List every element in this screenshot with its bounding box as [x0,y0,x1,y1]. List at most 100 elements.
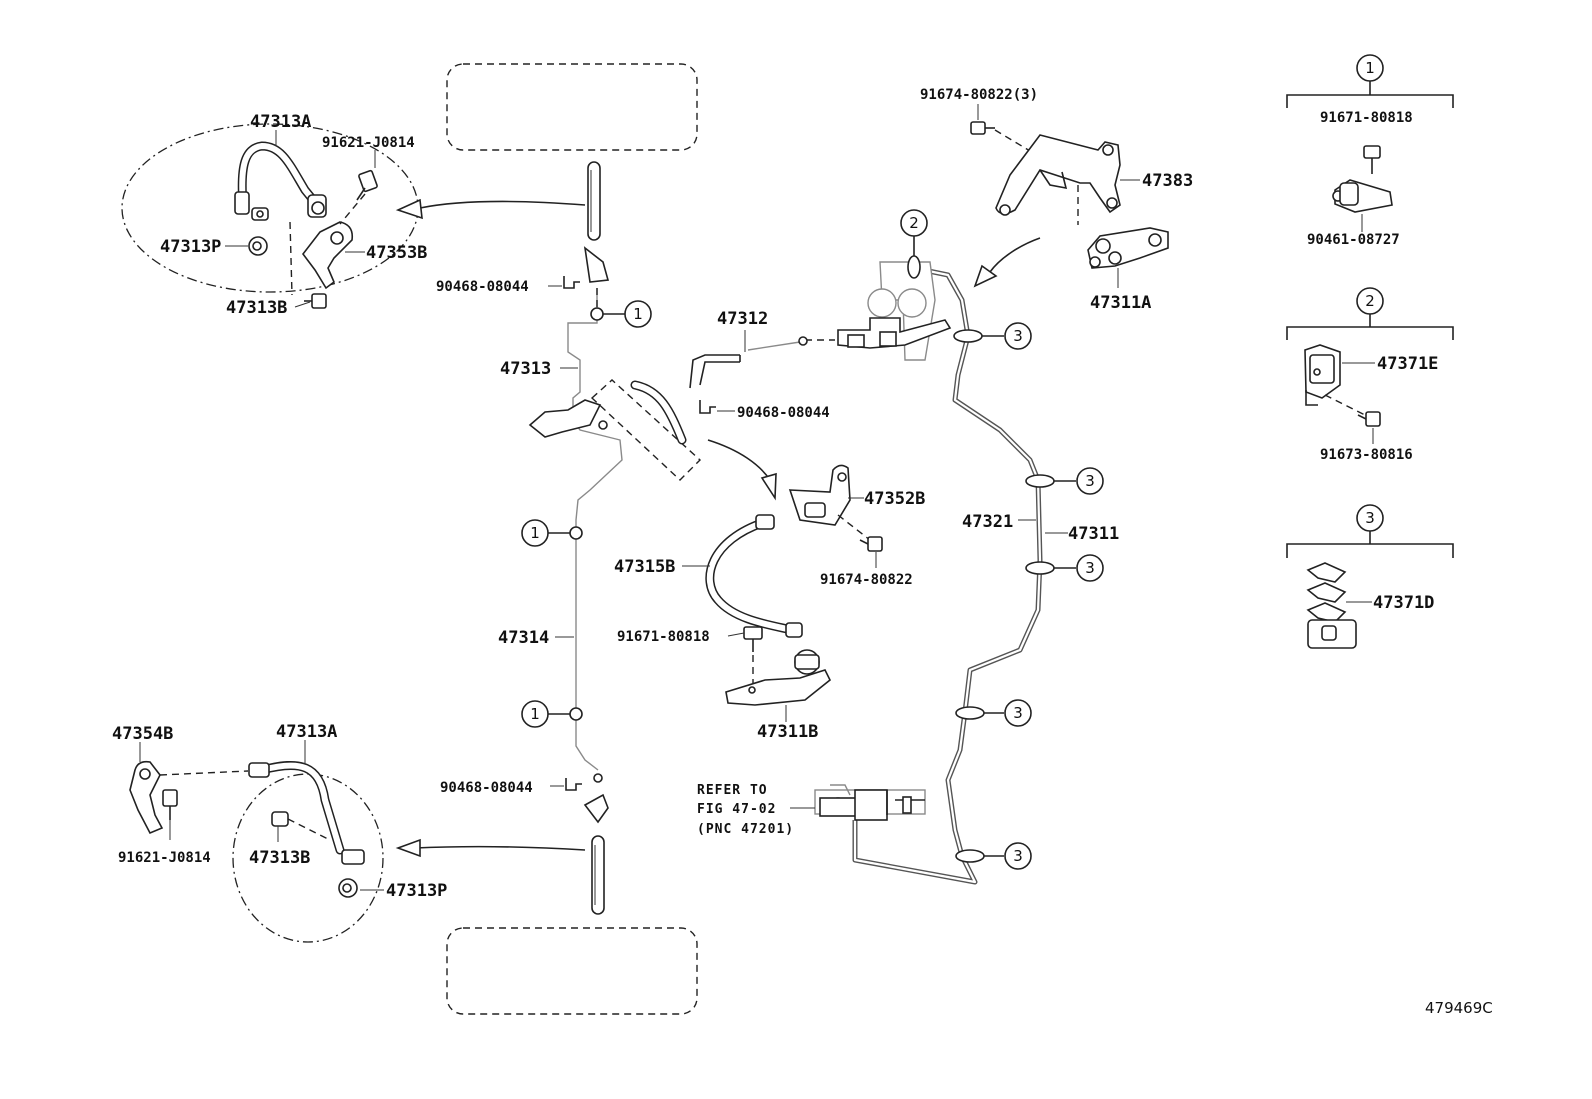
clip-left-upper-icon [563,276,580,289]
arrow-to-rear-bracket [707,439,771,481]
label-47313A-front: 47313A [250,112,311,132]
clamp-marker-3e [955,849,985,863]
callout-2: 2 [900,209,928,256]
front-tube-stub [587,161,601,241]
clip-left-lower-icon [565,778,582,791]
label-90468-08044-upper: 90468-08044 [436,279,529,295]
clip-center-icon [699,400,716,414]
master-cylinder-icon [814,784,926,821]
bolt-front-lower-icon [304,293,327,309]
label-47311: 47311 [1068,524,1119,544]
label-91621-J0814-rear: 91621-J0814 [118,850,211,866]
clamp-marker-1b [569,707,583,721]
svg-text:2: 2 [1365,292,1375,310]
callout-1-upper: 1 [603,300,652,328]
arrow-to-valve [989,237,1041,273]
tube-bent-piece [630,380,687,445]
vehicle-rear-outline [446,927,698,1015]
dashed-enclosure-47312 [590,379,702,481]
callout-3e: 3 [984,842,1032,870]
label-47354B: 47354B [112,724,173,744]
svg-text:3: 3 [1013,704,1023,722]
svg-text:3: 3 [1085,559,1095,577]
callout-1-lower: 1 [521,700,570,728]
callout-3b: 3 [1054,467,1104,495]
label-47352B: 47352B [864,489,925,509]
mount-bracket-47313 [528,399,608,438]
legend3-clamp-icon [1306,562,1357,649]
label-47353B: 47353B [366,243,427,263]
label-91671-80818-center: 91671-80818 [617,629,710,645]
label-47313P-rear: 47313P [386,881,447,901]
clamp-marker-2 [907,255,921,279]
bolt-front-upper-icon [356,169,378,201]
bolt-rear-icon [162,789,178,820]
legend-2: 2 47371E 91673-80816 [1286,287,1454,463]
label-47311B: 47311B [757,722,818,742]
label-91674-80822: 91674-80822 [820,572,913,588]
label-47313B-rear: 47313B [249,848,310,868]
clamp-marker-3b [1025,474,1055,488]
legend2-bolt-icon [1357,411,1381,427]
svg-text:3: 3 [1013,327,1023,345]
label-47315B: 47315B [614,557,675,577]
legend1-bolt-label: 91671-80818 [1320,110,1413,126]
bolt-47311B-icon [743,626,763,652]
legend1-clamp-icon [1332,179,1393,213]
engine-bay-components [837,261,952,361]
label-90468-08044-center: 90468-08044 [737,405,830,421]
clamp-marker-1a [569,526,583,540]
bracket-47383-icon [995,134,1121,216]
svg-text:3: 3 [1013,847,1023,865]
svg-text:2: 2 [909,214,919,232]
label-91621-J0814-front: 91621-J0814 [322,135,415,151]
bolt-top-icon [970,121,995,135]
bracket-rear-icon [129,760,164,835]
label-47312: 47312 [717,309,768,329]
clamp-marker-3a [953,329,983,343]
callout-1-mid: 1 [521,519,570,547]
svg-text:1: 1 [530,705,540,723]
rear-tube-stub [591,835,605,915]
clamp-marker-3c [1025,561,1055,575]
bracket-47352B-icon [788,464,851,526]
legend2-clamp-icon [1304,344,1341,406]
callout-3d: 3 [984,699,1032,727]
label-47313: 47313 [500,359,551,379]
label-47313A-rear: 47313A [276,722,337,742]
refer-note-line3: (PNC 47201) [697,822,794,837]
svg-text:1: 1 [633,305,643,323]
refer-note-line2: FIG 47-02 [697,802,776,817]
legend1-bolt-icon [1363,145,1381,174]
drawing-number: 479469C [1425,999,1493,1017]
tube-47312-piece [689,354,740,389]
union-front-icon [251,207,269,221]
svg-text:3: 3 [1085,472,1095,490]
callout-3a: 3 [982,322,1032,350]
svg-text:1: 1 [1365,59,1375,77]
refer-note-line1: REFER TO [697,783,768,798]
clip-front-icon [248,236,268,256]
valve-47311A-icon [1087,227,1169,269]
svg-text:1: 1 [530,524,540,542]
label-47314: 47314 [498,628,549,648]
legend-3: 3 47371D [1286,504,1454,649]
callout-3c: 3 [1054,554,1104,582]
vehicle-front-outline [446,63,698,151]
valve-47311B-icon [725,649,832,706]
legend1-clamp-label: 90461-08727 [1307,232,1400,248]
label-47383: 47383 [1142,171,1193,191]
arrow-to-front-wheel [419,200,586,209]
bolt-47352B-icon [859,536,883,552]
bracket-front-icon [301,221,354,290]
label-90468-08044-lower: 90468-08044 [440,780,533,796]
label-47311A: 47311A [1090,293,1151,313]
clip-rear-icon [338,878,358,898]
legend-1: 1 91671-80818 90461-08727 [1286,54,1454,248]
label-47313B-front: 47313B [226,298,287,318]
label-91674-80822-3: 91674-80822(3) [920,87,1038,103]
label-47321: 47321 [962,512,1013,532]
hose-47315B-line [705,517,797,635]
legend3-clamp-label: 47371D [1373,593,1434,613]
